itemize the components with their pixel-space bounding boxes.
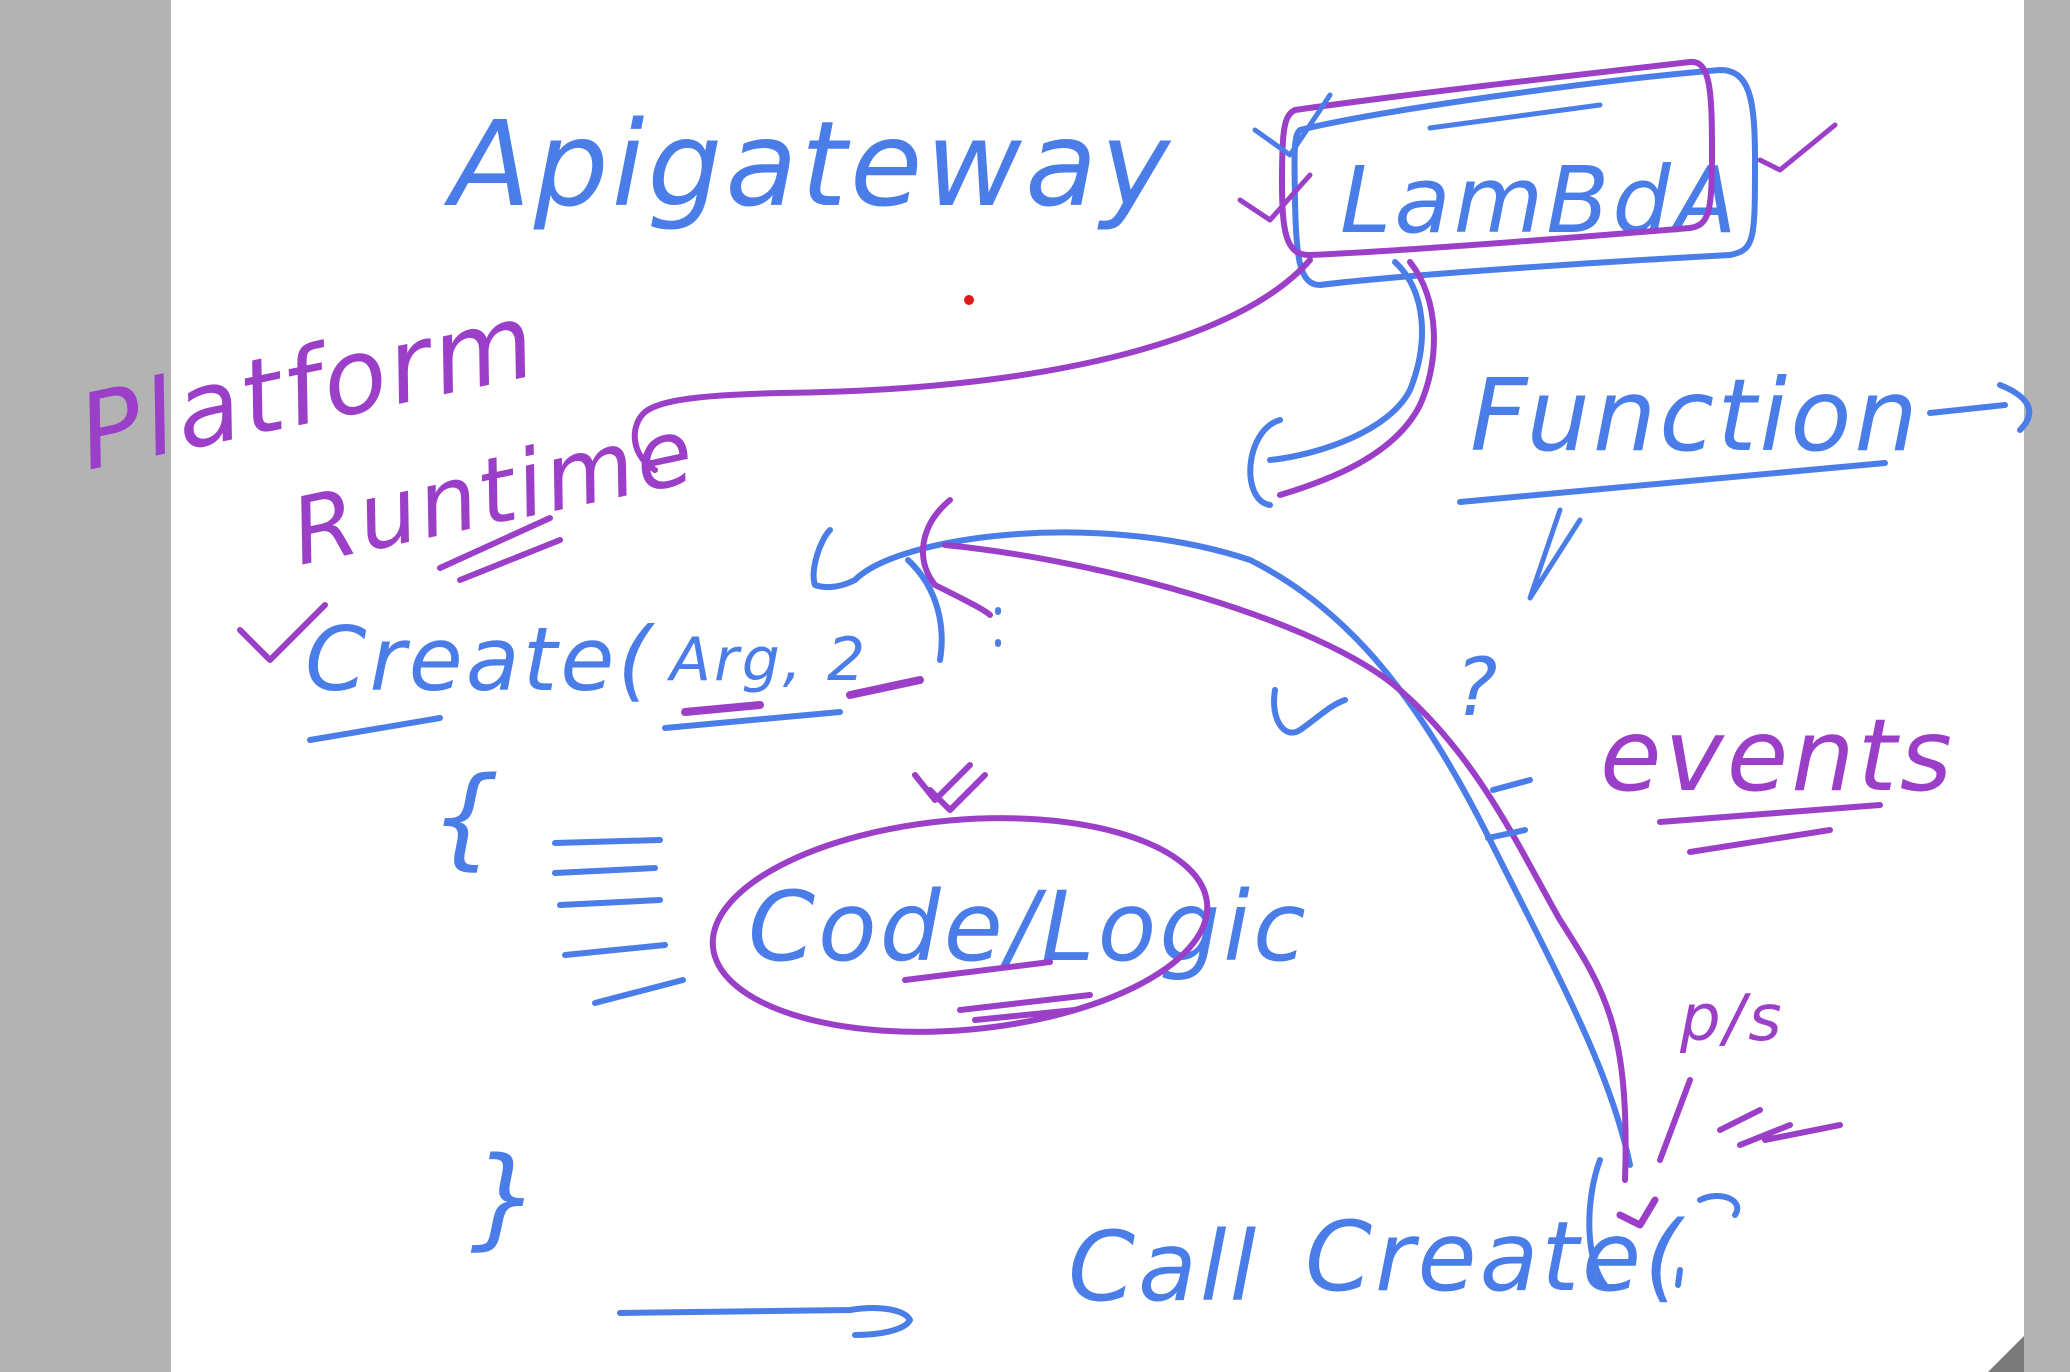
call-arg-tick-purple: [1616, 1196, 1659, 1229]
lambda-checkmark: [1252, 92, 1333, 158]
connector-lambda-to-runtime: [631, 257, 1313, 473]
whiteboard-canvas[interactable]: [171, 0, 2024, 1372]
args-close-paren: [905, 557, 945, 663]
bottom-arrow: [617, 1305, 913, 1338]
resize-corner[interactable]: [1988, 1336, 2024, 1372]
label-function: Function: [1470, 357, 1921, 474]
args-underline-blue: [662, 709, 843, 731]
body-line-5: [592, 977, 686, 1006]
connector-lambda-down-blue: [1267, 259, 1425, 463]
label-question-mark: ?: [1455, 641, 1500, 734]
code-logic-underline-2: [957, 992, 1093, 1023]
connector-crossbars: [1485, 777, 1533, 841]
call-arg-purple: [1657, 1077, 1843, 1163]
connector-blue-to-call: [810, 527, 1633, 1168]
lambda-box-purple: [1279, 58, 1715, 259]
code-logic-ellipse: [709, 815, 1211, 1035]
connector-lambda-down-purple: [1277, 259, 1437, 498]
code-logic-underline-1: [902, 959, 1053, 983]
args-underline-purple: [681, 676, 924, 716]
runtime-underline-2: [457, 537, 563, 583]
lambda-overline: [1427, 102, 1603, 131]
create-underline: [307, 715, 443, 743]
body-line-3: [557, 897, 663, 908]
label-params: p/s: [1679, 982, 1785, 1056]
checkmark-middle: [1271, 687, 1348, 736]
label-close-brace: }: [470, 1133, 543, 1261]
label-apigateway: Apigateway: [443, 95, 1173, 233]
label-args: Arg, 2: [666, 625, 868, 695]
left-gutter: [0, 0, 171, 1372]
body-line-2: [552, 865, 658, 876]
checkmark-code-top: [912, 762, 988, 813]
events-underline-2: [1687, 827, 1833, 855]
pointer-dot: [964, 295, 974, 305]
function-arrow: [1927, 382, 2033, 433]
right-gutter: [2024, 0, 2070, 1372]
lambda-right-tick: [1757, 122, 1838, 173]
label-create-definition: Create(: [305, 608, 655, 711]
function-underline: [1457, 460, 1888, 505]
label-events: events: [1600, 697, 1955, 814]
call-paren: [1586, 1157, 1608, 1288]
events-underline-1: [1657, 802, 1883, 825]
bracket-under-lambda: [1247, 417, 1283, 508]
label-call: Call: [1068, 1211, 1259, 1323]
label-open-brace: {: [430, 753, 503, 881]
call-arg-blue: [1675, 1193, 1741, 1288]
label-lambda: LamBdA: [1340, 147, 1740, 254]
label-call-create: Create(: [1305, 1201, 1685, 1313]
body-line-4: [562, 942, 668, 958]
lambda-left-tick: [1237, 172, 1313, 223]
create-checkmark: [237, 602, 328, 663]
body-line-1: [552, 837, 663, 846]
runtime-underline-1: [437, 515, 553, 571]
connector-purple-to-call: [920, 497, 1629, 1183]
function-tick: [1527, 507, 1583, 601]
